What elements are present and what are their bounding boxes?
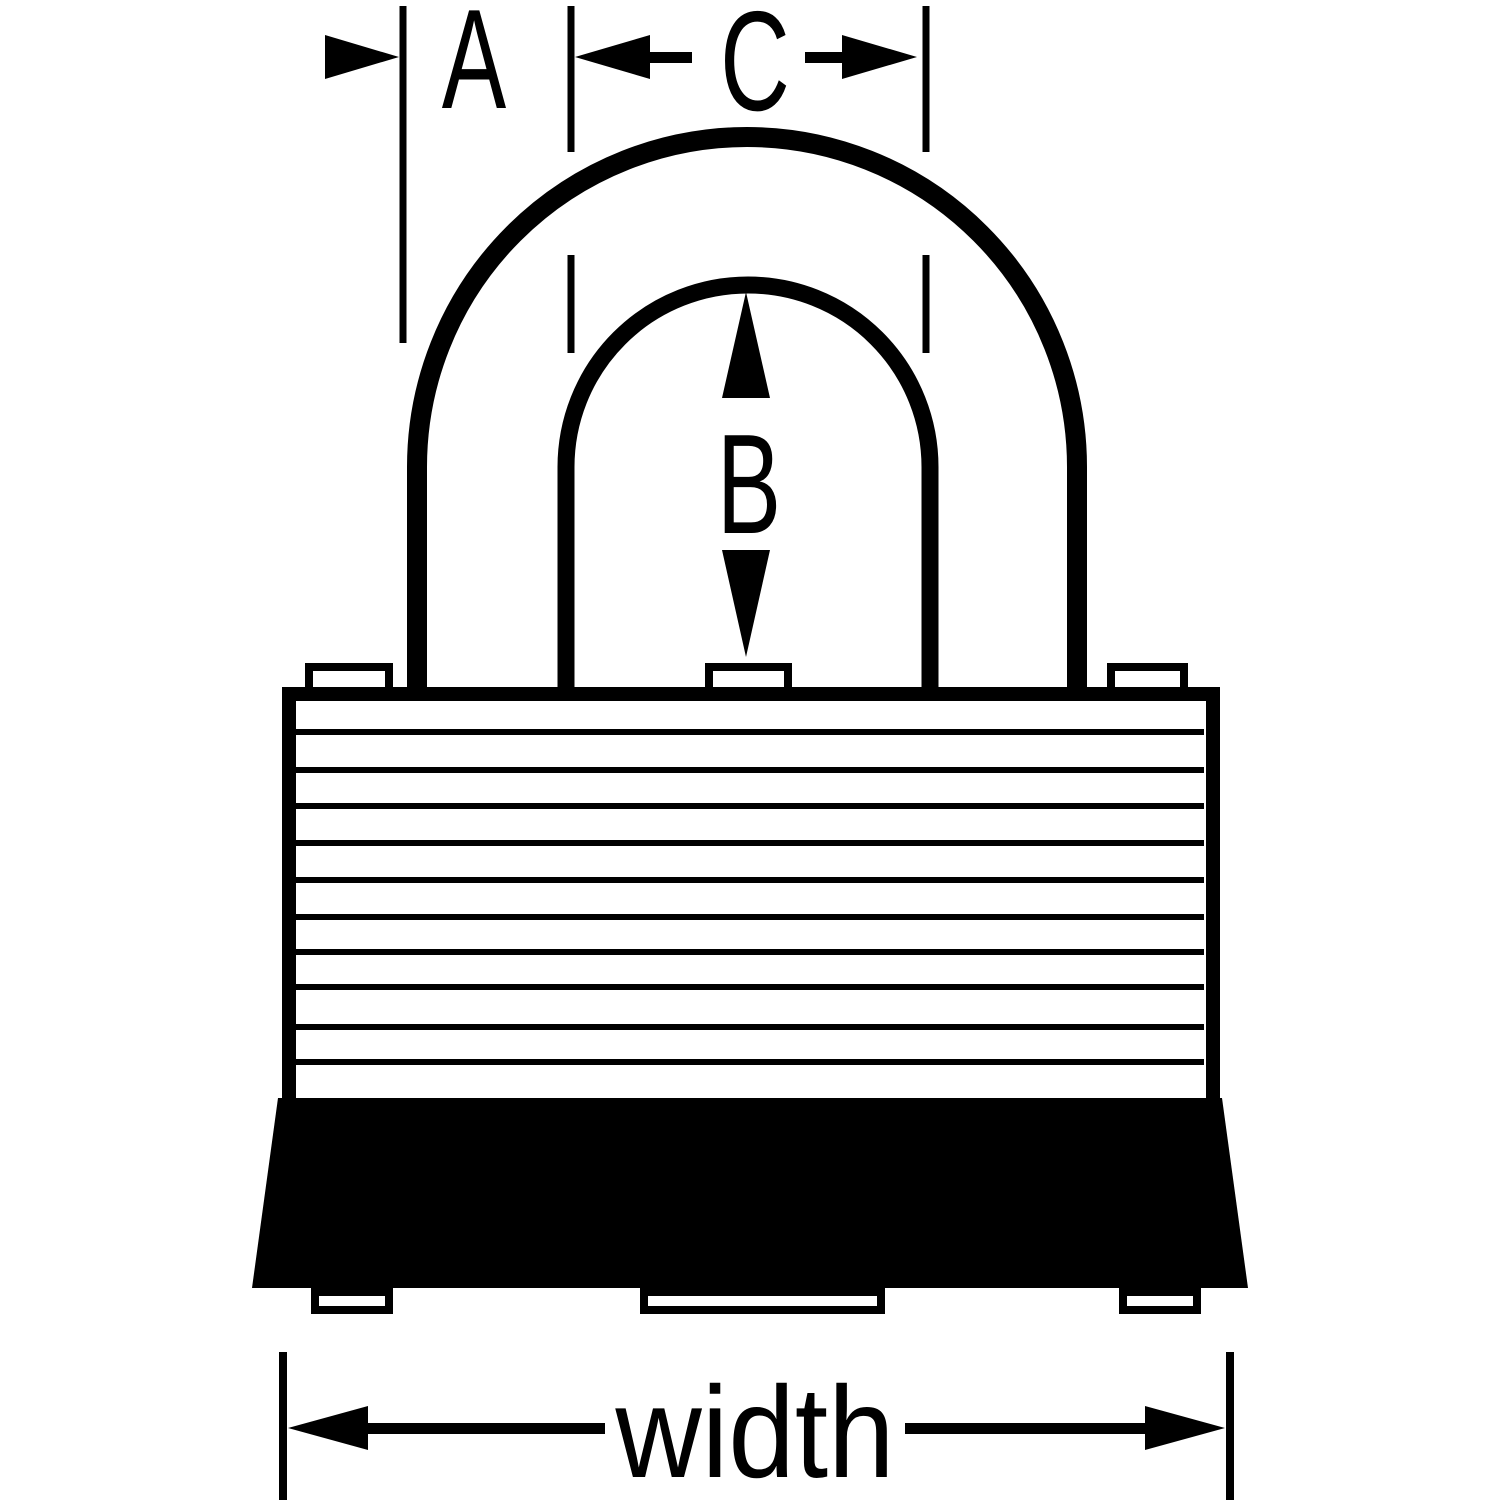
body-left-edge (282, 687, 296, 1098)
dim-c-label: C (720, 0, 790, 140)
laminate-line (296, 803, 1204, 809)
shackle-inner-curve (557, 276, 939, 690)
dimension-c: C (567, 0, 930, 353)
dim-a-label: A (442, 0, 506, 138)
laminate-line (296, 767, 1204, 773)
padlock-body (252, 663, 1248, 1314)
dimension-a: A (325, 0, 506, 343)
laminate-line (296, 1059, 1204, 1065)
laminate-line (296, 914, 1204, 920)
dimension-b: B (717, 292, 781, 657)
dim-c-arrow-left-icon (575, 35, 650, 79)
dim-b-arrow-up-icon (722, 292, 770, 398)
laminate-line (296, 840, 1204, 846)
dim-c-arrow-right-icon (842, 35, 917, 79)
laminate-line (296, 1024, 1204, 1030)
laminate-line (296, 877, 1204, 883)
body-right-edge (1206, 687, 1220, 1098)
dim-width-arrow-right-icon (1145, 1406, 1225, 1450)
shackle-outer-curve (407, 127, 1087, 690)
body-top-edge (282, 687, 1220, 701)
base-foot-right (1119, 1288, 1201, 1314)
laminate-lines (296, 729, 1204, 1065)
dim-b-arrow-down-icon (722, 550, 770, 657)
laminate-line (296, 729, 1204, 735)
dimension-width: width (279, 1352, 1234, 1500)
dim-width-arrow-left-icon (288, 1406, 368, 1450)
dim-c-arrow-right-tail (805, 52, 843, 63)
dim-width-line-right (905, 1423, 1145, 1434)
base-foot-left (311, 1288, 393, 1314)
laminate-line (296, 984, 1204, 990)
base-bevel (252, 1098, 1248, 1288)
dim-a-arrow-right-icon (325, 35, 399, 79)
laminate-line (296, 949, 1204, 955)
dim-c-arrow-left-tail (650, 52, 692, 63)
dim-width-label: width (614, 1360, 894, 1500)
base-foot-center (640, 1288, 885, 1314)
dim-b-label: B (717, 404, 781, 563)
dim-width-line-left (368, 1423, 605, 1434)
shackle (407, 127, 1087, 690)
